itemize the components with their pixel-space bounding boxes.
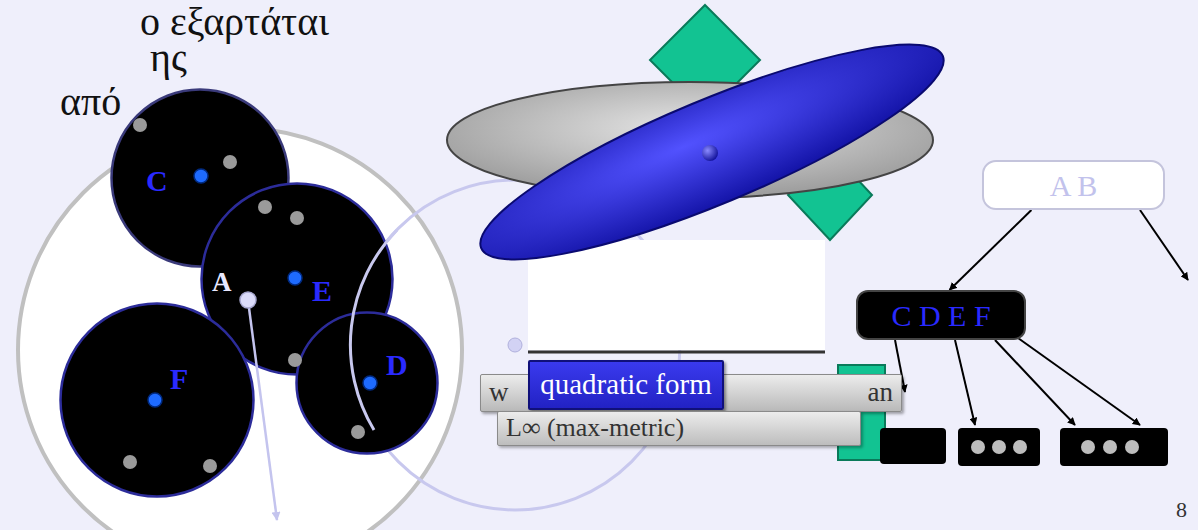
data-point (223, 155, 237, 169)
leaf-point (1081, 440, 1095, 454)
metric-button: quadratic form (528, 360, 724, 410)
metric-button: L∞ (max-metric) (497, 411, 861, 446)
white-panel (528, 240, 825, 350)
leaf-box (1060, 428, 1168, 466)
node-label: an (868, 378, 893, 408)
leaf-point (1103, 440, 1117, 454)
node-label: F (170, 362, 188, 395)
query-point (240, 292, 256, 308)
node-label: D (386, 348, 408, 381)
tree-arrow (955, 340, 975, 425)
ball-circle: D (295, 311, 439, 455)
node-label: w (489, 378, 509, 408)
tree-node: C D E F (856, 290, 1026, 340)
ball-circle: F (59, 302, 255, 498)
base-line (528, 351, 825, 354)
data-point (203, 459, 217, 473)
node-label: A B (1050, 169, 1098, 202)
node-label: C D E F (891, 299, 990, 332)
tree-arrow (1140, 210, 1188, 280)
tree-edge (950, 210, 1032, 290)
range-arc (350, 230, 397, 430)
leaf-box (880, 428, 946, 464)
data-point (133, 118, 147, 132)
node-label: quadratic form (540, 369, 712, 401)
circle-outline (59, 302, 255, 498)
node-label: L∞ (max-metric) (506, 414, 684, 443)
tree-arrow (1018, 338, 1140, 425)
center-ball (702, 145, 718, 161)
radius-arrow (249, 308, 277, 520)
center-point (288, 271, 302, 285)
node-label: C (146, 164, 168, 197)
center-point (148, 393, 162, 407)
query-point (508, 338, 522, 352)
data-point (258, 200, 272, 214)
leaf-point (1125, 440, 1139, 454)
data-point (288, 353, 302, 367)
leaf-point (1013, 440, 1027, 454)
tree-arrow (995, 340, 1075, 425)
leaf-box (958, 428, 1040, 466)
ball-shape (61, 304, 254, 497)
circle-outline (295, 311, 439, 455)
data-point (351, 425, 365, 439)
leaf-point (971, 440, 985, 454)
node-label: E (312, 274, 332, 307)
center-point (194, 169, 208, 183)
slide-text: από (60, 80, 121, 124)
slide-text: ης (150, 36, 187, 80)
point-label: A (212, 268, 232, 298)
center-point (363, 376, 377, 390)
data-point (123, 455, 137, 469)
data-point (290, 211, 304, 225)
leaf-point (992, 440, 1006, 454)
tree-node: A B (982, 160, 1165, 210)
ball-shape (297, 313, 438, 454)
page-number: 8 (1176, 498, 1187, 522)
blue-ellipse (461, 8, 963, 296)
